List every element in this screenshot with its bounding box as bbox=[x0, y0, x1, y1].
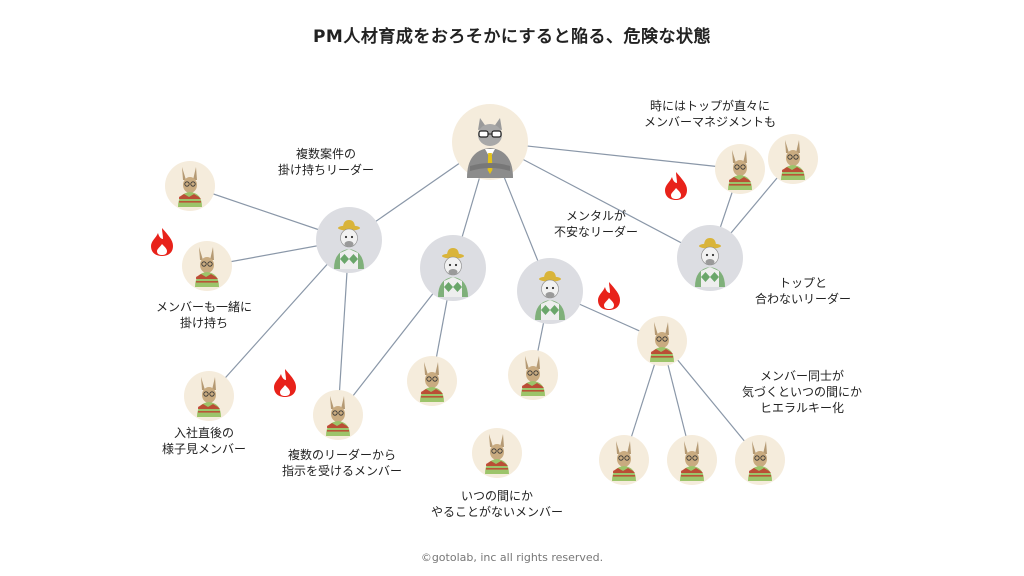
label-idle-member: いつの間にか やることがないメンバー bbox=[430, 489, 564, 519]
member-node-sub-2 bbox=[667, 435, 717, 485]
member-node-anxious-team bbox=[508, 350, 558, 400]
label-member-also-juggling: メンバーも一緒に 掛け持ち bbox=[155, 300, 253, 330]
link-top-direct-member bbox=[489, 141, 741, 170]
flame-icon bbox=[151, 228, 173, 256]
member-node-direct-1 bbox=[715, 144, 765, 194]
label-multi-leader-member: 複数のリーダーから 指示を受けるメンバー bbox=[281, 448, 403, 478]
link-senior-member-sub-3 bbox=[661, 340, 761, 461]
member-node-sub-1 bbox=[599, 435, 649, 485]
member-node-senior bbox=[637, 316, 687, 366]
leader-node-mismatch bbox=[677, 225, 743, 291]
label-direct-management: 時にはトップが直々に メンバーマネジメントも bbox=[643, 99, 777, 129]
label-mismatch-leader: トップと 合わないリーダー bbox=[754, 276, 852, 306]
leader-node-multi-case bbox=[316, 207, 382, 273]
connector-lines bbox=[189, 141, 794, 461]
label-anxious-leader: メンタルが 不安なリーダー bbox=[553, 209, 639, 239]
top-executive-node bbox=[452, 104, 528, 180]
member-node-multi-leader bbox=[313, 390, 363, 440]
label-wait-and-see-member: 入社直後の 様子見メンバー bbox=[161, 426, 247, 456]
member-node-center bbox=[407, 356, 457, 406]
label-multi-case-leader: 複数案件の 掛け持ちリーダー bbox=[277, 147, 375, 177]
flame-icon bbox=[598, 282, 620, 310]
leader-node-center bbox=[420, 235, 486, 301]
flame-icon bbox=[665, 172, 687, 200]
leader-node-anxious bbox=[517, 258, 583, 324]
member-node-sub-3 bbox=[735, 435, 785, 485]
label-hierarchy: メンバー同士が 気づくといつの間にか ヒエラルキー化 bbox=[741, 369, 863, 415]
page-title: PM人材育成をおろそかにすると陥る、危険な状態 bbox=[312, 27, 712, 47]
link-top-mismatch-leader bbox=[489, 141, 711, 259]
member-node-idle bbox=[472, 428, 522, 478]
member-node-juggling bbox=[182, 241, 232, 291]
member-node-new-hire bbox=[184, 371, 234, 421]
link-multi-leader-member-new bbox=[208, 239, 350, 397]
member-node-direct-2 bbox=[768, 134, 818, 184]
member-node-top-left bbox=[165, 161, 215, 211]
copyright-footer: ©gotolab, inc all rights reserved. bbox=[420, 551, 604, 564]
flame-icon bbox=[274, 369, 296, 397]
